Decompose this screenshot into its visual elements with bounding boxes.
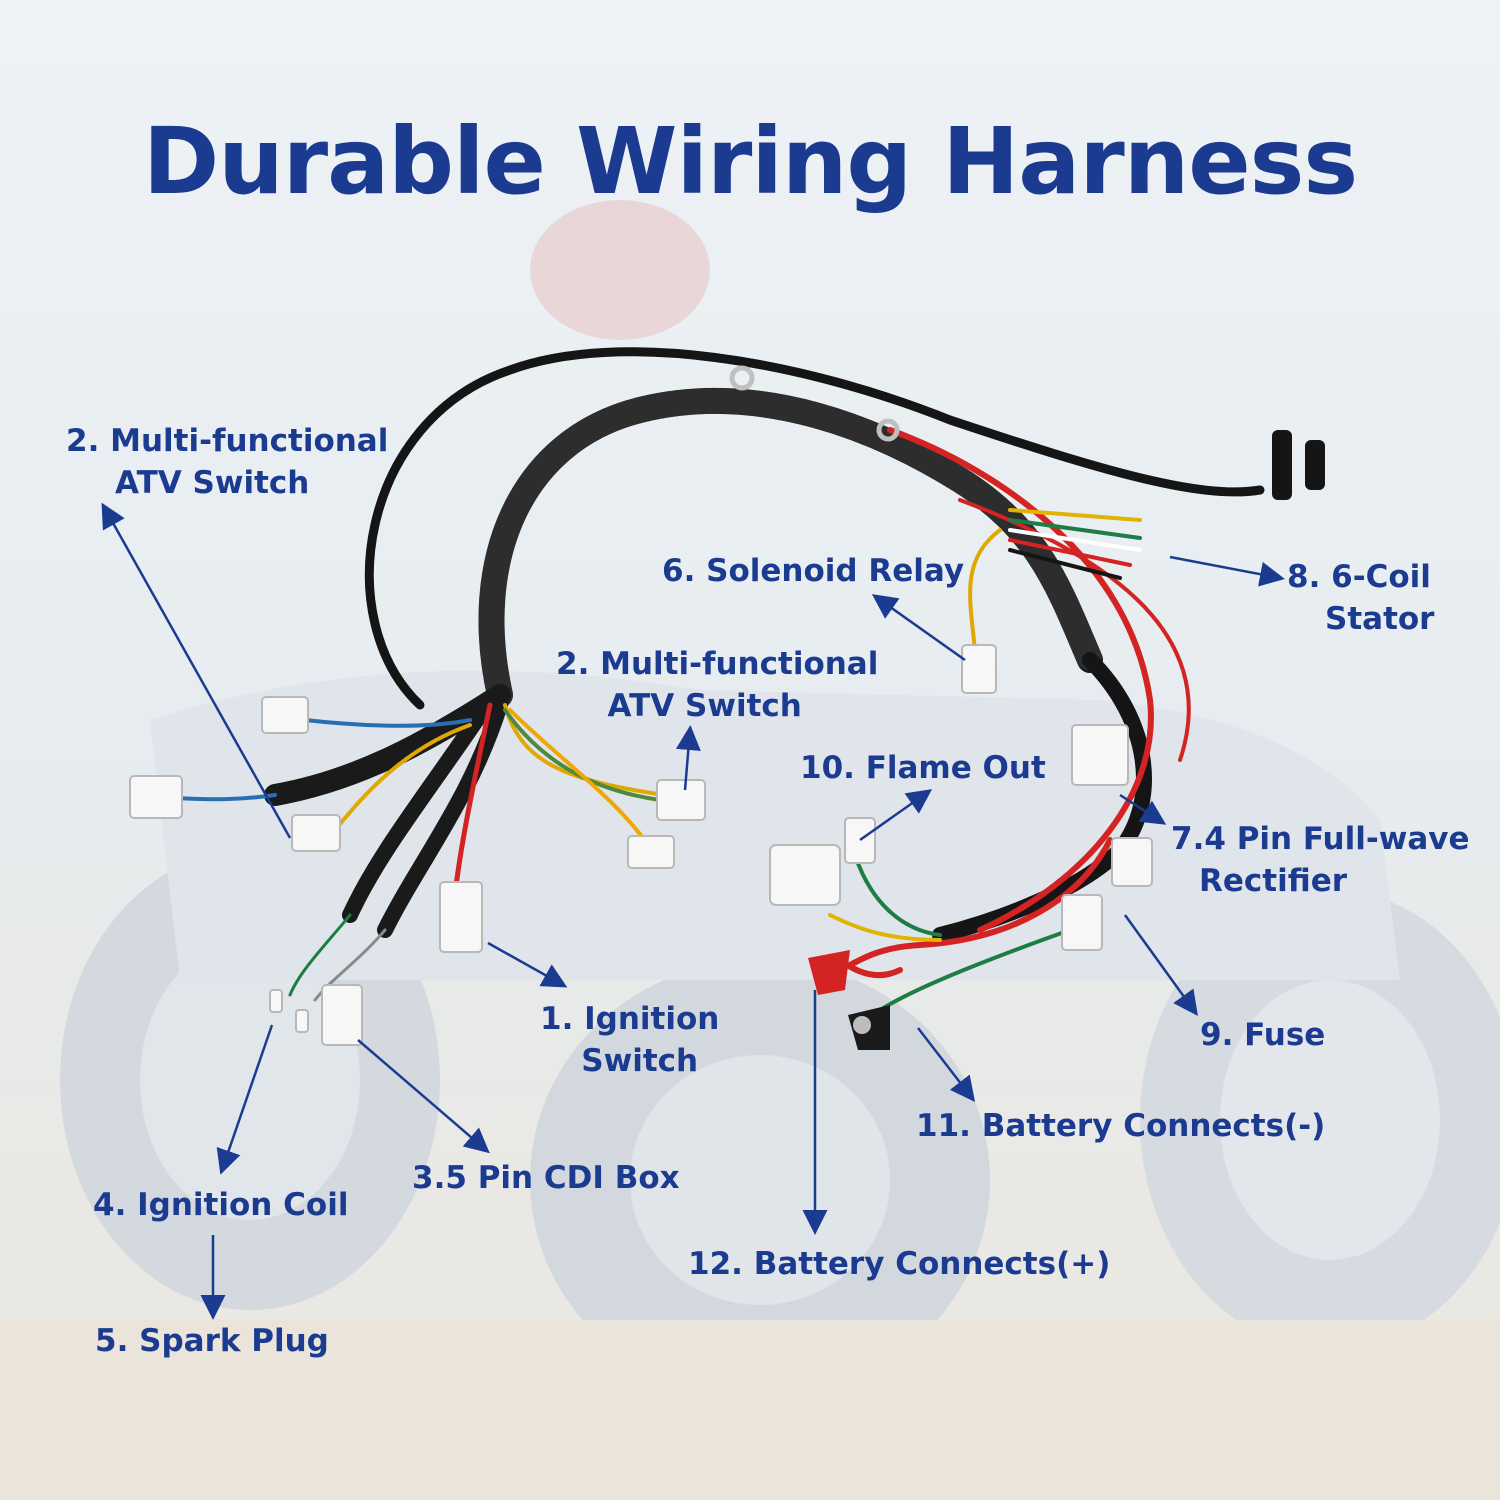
arrow-rectifier	[1119, 793, 1167, 825]
label-line: 7.4 Pin Full-wave	[1171, 821, 1470, 857]
label-ignition-switch: 1. Ignition Switch	[540, 998, 719, 1082]
label-line: Switch	[581, 1043, 699, 1079]
page-title: Durable Wiring Harness	[142, 108, 1358, 215]
label-battery-positive: 12. Battery Connects(+)	[688, 1246, 1111, 1282]
arrow-switch-center	[675, 725, 701, 791]
arrow-solenoid	[871, 594, 966, 662]
arrow-battery-neg	[917, 1027, 976, 1102]
arrow-switch-left	[101, 502, 292, 839]
label-line: 2. Multi-functional	[66, 423, 389, 459]
label-fuse: 9. Fuse	[1200, 1017, 1326, 1053]
arrow-flame-out	[859, 789, 933, 842]
label-cdi-box: 3.5 Pin CDI Box	[412, 1160, 680, 1196]
label-spark-plug: 5. Spark Plug	[95, 1323, 329, 1359]
label-line: 8. 6-Coil	[1287, 559, 1431, 595]
label-line: ATV Switch	[607, 688, 802, 724]
harness-wires	[173, 347, 1265, 1012]
label-solenoid-relay: 6. Solenoid Relay	[662, 553, 965, 589]
label-line: ATV Switch	[114, 465, 310, 501]
label-line: Stator	[1325, 601, 1435, 637]
label-battery-negative: 11. Battery Connects(-)	[916, 1108, 1326, 1144]
arrow-fuse	[1123, 914, 1198, 1017]
label-line: 2. Multi-functional	[556, 646, 879, 682]
arrow-ignition-switch	[487, 941, 568, 988]
arrow-cdi	[357, 1039, 490, 1154]
label-line: 1. Ignition	[540, 1001, 720, 1037]
label-flame-out: 10. Flame Out	[800, 750, 1046, 786]
label-stator: 8. 6-Coil Stator	[1287, 556, 1434, 640]
label-ignition-coil: 4. Ignition Coil	[93, 1187, 349, 1223]
connectors	[129, 644, 1153, 1046]
arrow-stator	[1169, 555, 1285, 587]
leader-arrows	[101, 502, 1285, 1320]
label-line: Rectifier	[1199, 863, 1348, 899]
terminals	[729, 365, 1325, 1050]
label-multifunctional-switch-left: 2. Multi-functional ATV Switch	[66, 420, 388, 504]
arrow-ignition-coil	[216, 1024, 274, 1175]
label-rectifier: 7.4 Pin Full-wave Rectifier	[1171, 818, 1470, 902]
label-multifunctional-switch-center: 2. Multi-functional ATV Switch	[556, 643, 878, 727]
